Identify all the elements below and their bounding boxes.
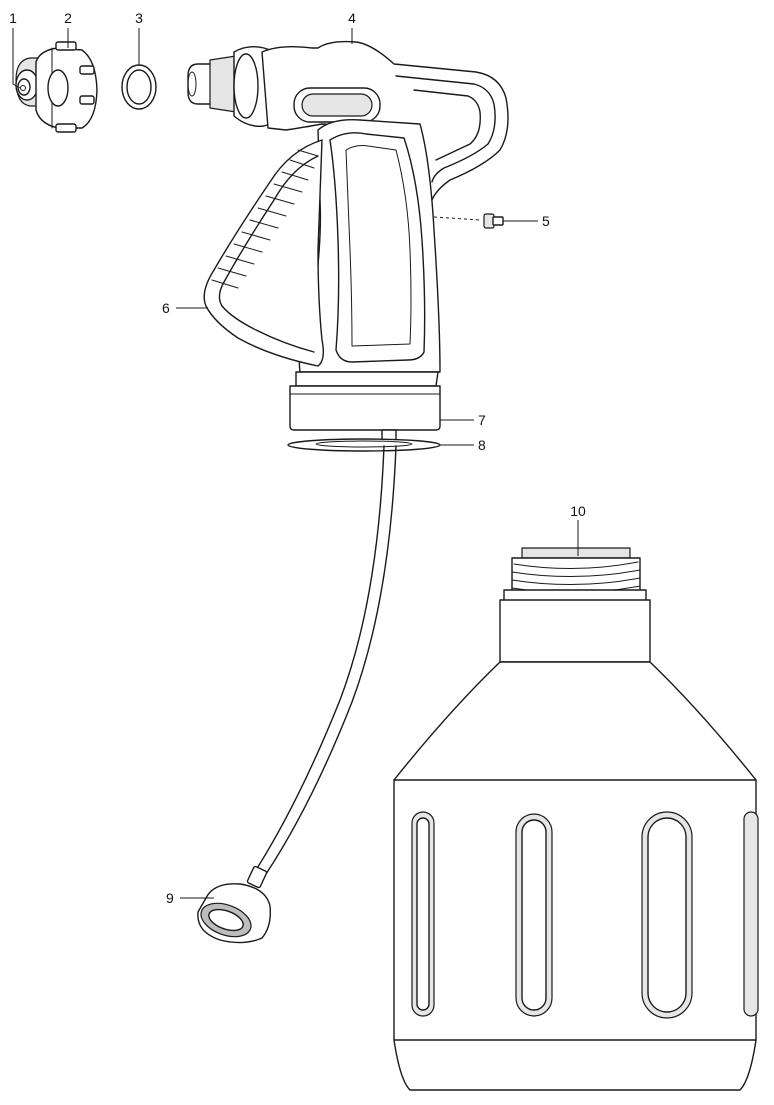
part-label-4: 4	[348, 10, 356, 26]
part-label-10: 10	[570, 503, 586, 519]
part-label-8: 8	[478, 437, 486, 453]
dip-tube-icon	[255, 445, 397, 875]
part-label-6: 6	[162, 300, 170, 316]
leader-lines	[12, 28, 579, 899]
part-labels: 1 2 3 4 5 6 7 8 9 10	[9, 10, 586, 906]
part-label-7: 7	[478, 412, 486, 428]
part-label-5: 5	[542, 213, 550, 229]
part-4-spray-head-icon	[187, 40, 509, 387]
part-6-trigger-icon	[203, 139, 325, 367]
part-5-screw-icon	[433, 213, 504, 229]
part-label-2: 2	[64, 10, 72, 26]
part-2-cap-nut-icon	[35, 41, 98, 133]
part-label-1: 1	[9, 10, 17, 26]
part-7-collar-icon	[289, 385, 441, 431]
part-label-9: 9	[166, 890, 174, 906]
part-9-filter-weight-icon	[197, 865, 272, 944]
part-3-o-ring-icon	[121, 64, 157, 110]
leader-line-1	[12, 28, 21, 89]
part-8-gasket-icon	[287, 429, 441, 452]
part-10-bottle-icon	[393, 547, 759, 1091]
part-label-3: 3	[135, 10, 143, 26]
